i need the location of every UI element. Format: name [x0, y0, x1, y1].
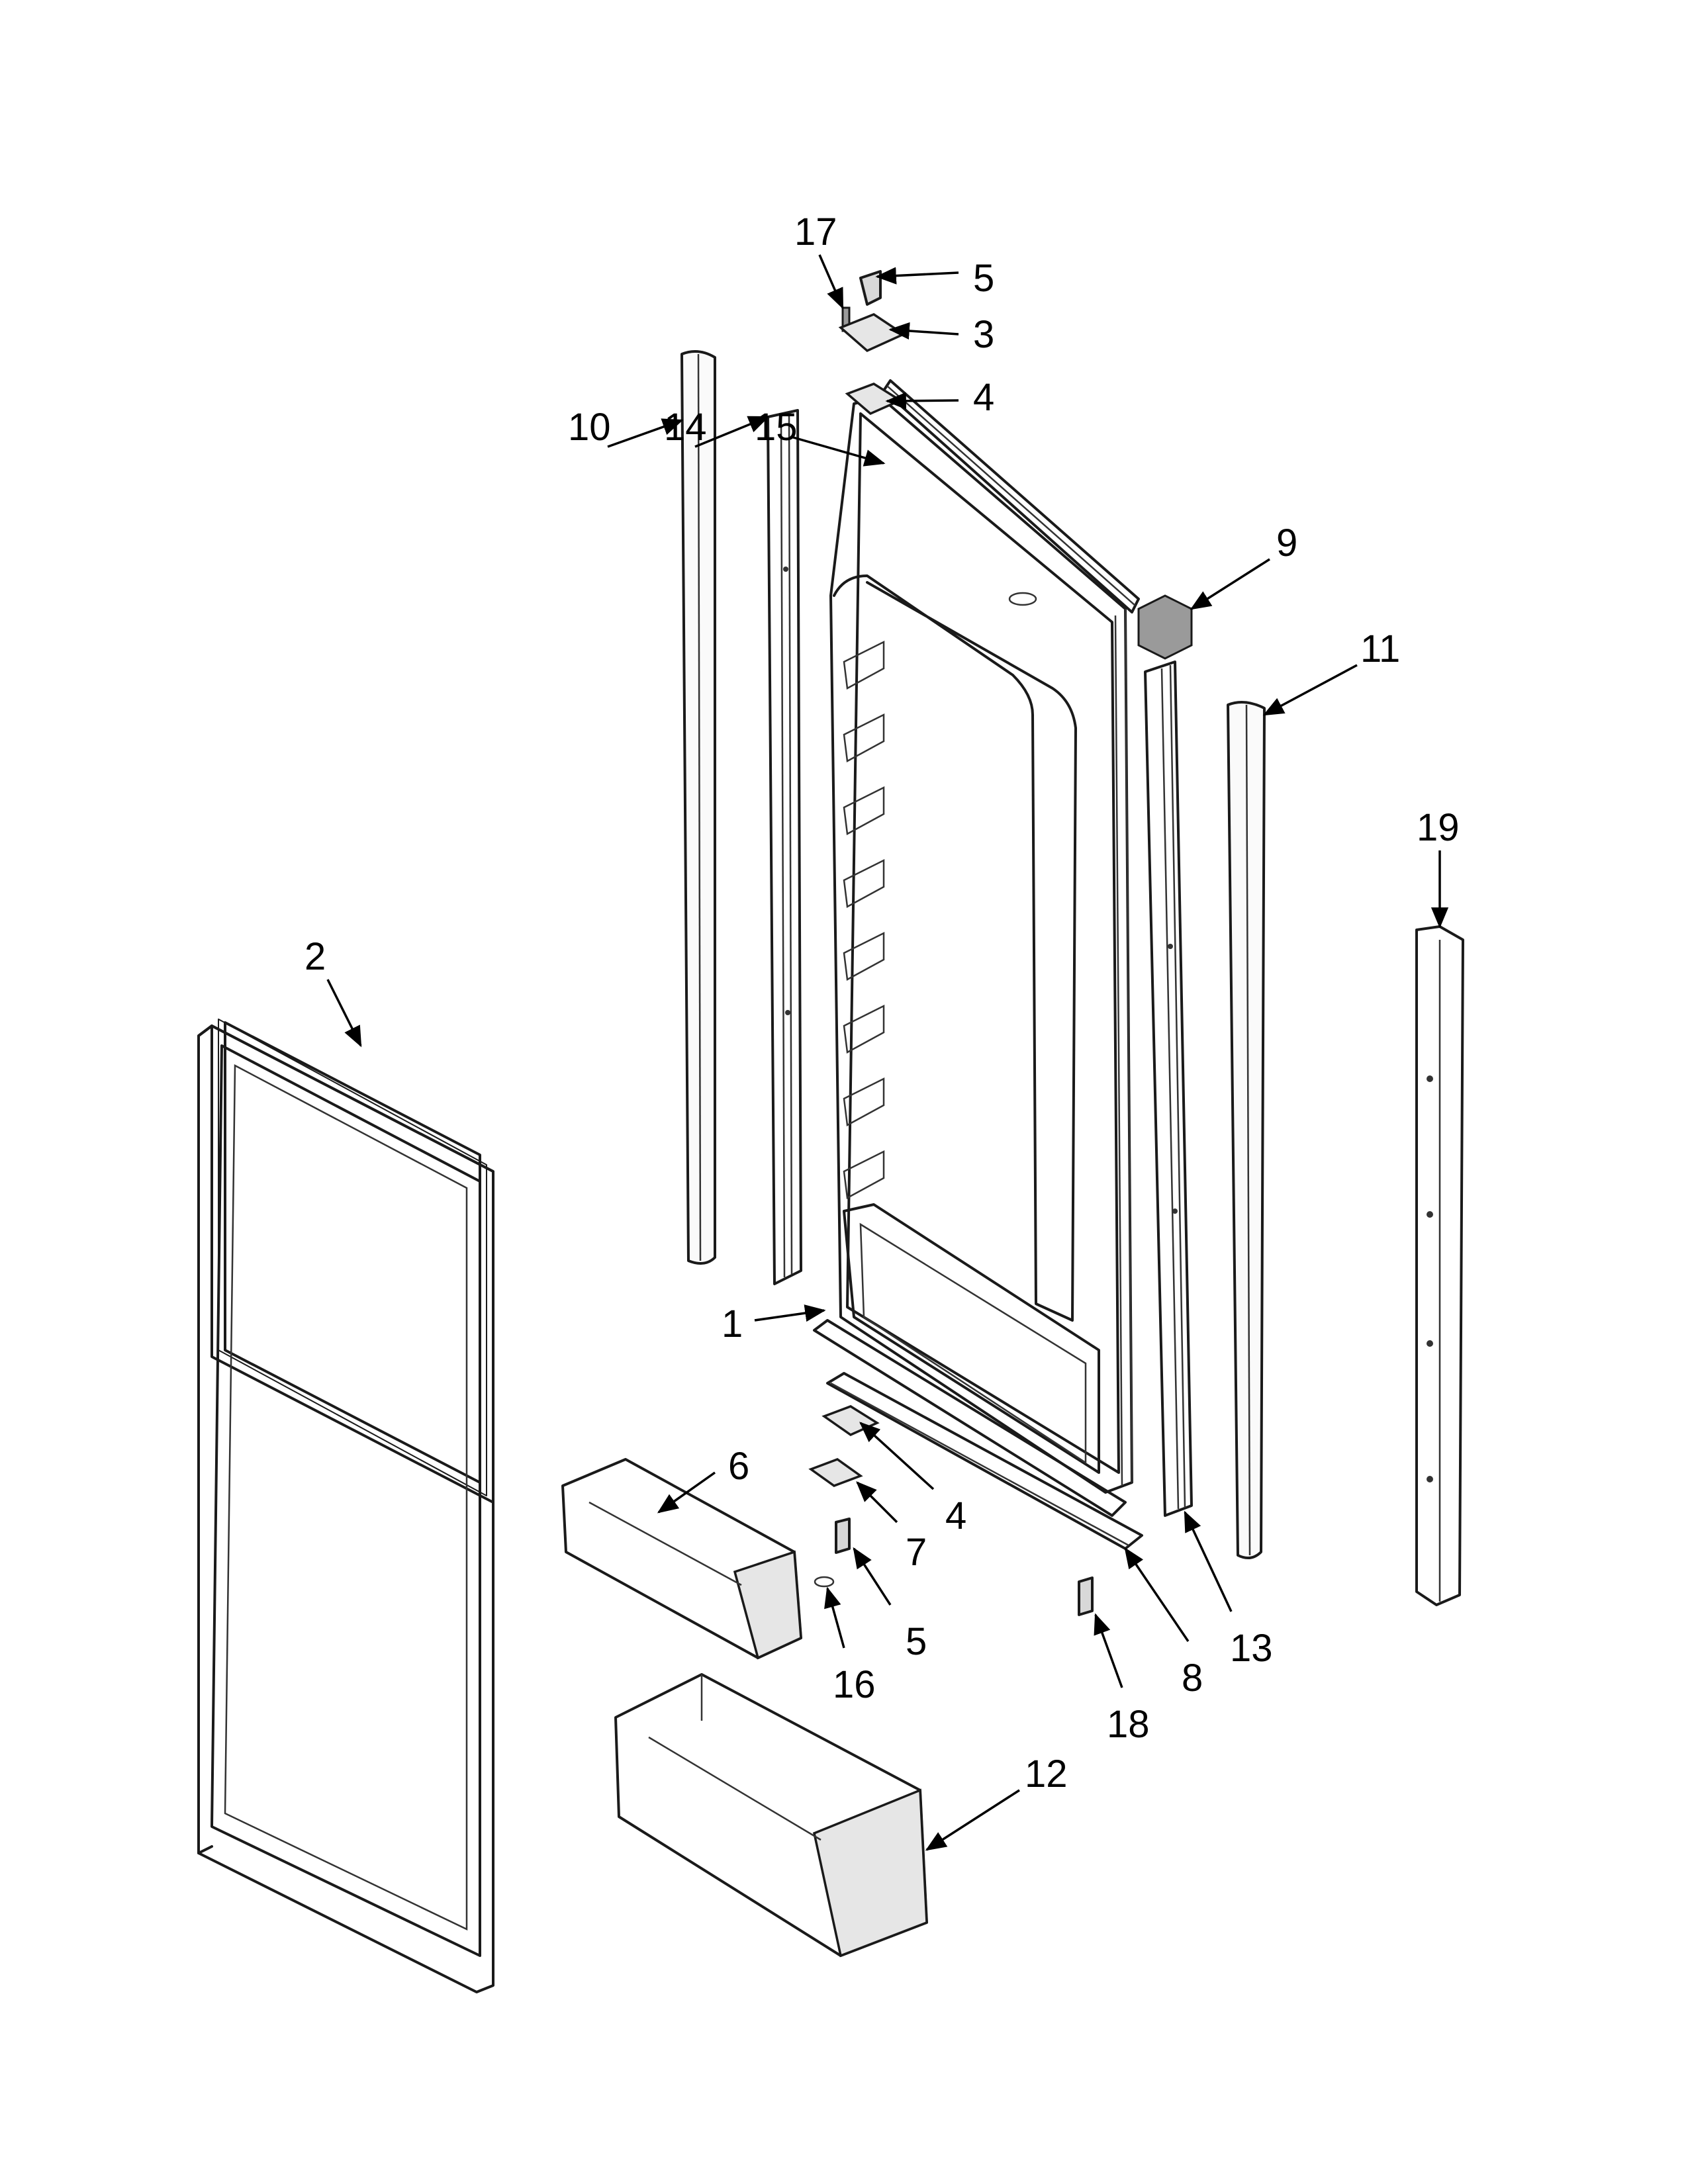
- screw-part-18: [1078, 1576, 1094, 1616]
- washer-part-16: [814, 1576, 835, 1588]
- callout-11: 11: [1360, 627, 1400, 670]
- callout-arrows: [326, 254, 1449, 1851]
- hinge-block-part-9: [1137, 594, 1193, 660]
- side-channel-part-13: [1144, 660, 1193, 1517]
- callout-5-top: 5: [973, 257, 994, 300]
- callout-17: 17: [794, 210, 837, 253]
- callout-1: 1: [722, 1302, 743, 1345]
- gasket-rod-part-10: [680, 350, 716, 1265]
- callout-9: 9: [1276, 522, 1297, 565]
- gasket-rod-part-11: [1227, 701, 1266, 1559]
- hinge-part-7: [808, 1458, 863, 1487]
- callout-14: 14: [664, 406, 707, 449]
- trim-strip-part-19: [1415, 925, 1464, 1606]
- callout-4-bottom: 4: [945, 1494, 966, 1537]
- door-bin-part-6: [561, 1458, 802, 1660]
- bottom-hinge-hardware: [808, 1405, 880, 1588]
- door-panel-part-2: [197, 1019, 494, 1993]
- callout-6: 6: [728, 1445, 749, 1488]
- callout-12: 12: [1025, 1752, 1068, 1796]
- callout-13: 13: [1230, 1627, 1273, 1670]
- shim-part-4-top: [845, 383, 903, 416]
- bottom-cap-part-8: [813, 1319, 1143, 1550]
- callout-10: 10: [568, 406, 611, 449]
- callout-2: 2: [305, 935, 326, 978]
- callout-4-top: 4: [973, 376, 994, 419]
- side-channel-part-14: [767, 409, 802, 1285]
- top-cap-part-15: [882, 379, 1140, 614]
- callout-3: 3: [973, 313, 994, 356]
- door-bin-part-12: [614, 1673, 928, 1958]
- callout-5-bottom: 5: [906, 1620, 927, 1663]
- callout-16: 16: [833, 1663, 876, 1706]
- callout-8: 8: [1182, 1657, 1203, 1700]
- callout-7: 7: [906, 1531, 927, 1574]
- callout-labels: 17 5 3 4 10 14 15 9 11 19 2 1 6 4 7 5 16…: [305, 210, 1460, 1796]
- screw-part-5-bottom: [835, 1518, 851, 1554]
- callout-18: 18: [1107, 1703, 1150, 1746]
- door-liner-part-1: [829, 396, 1133, 1494]
- callout-19: 19: [1417, 806, 1460, 849]
- callout-15: 15: [755, 406, 798, 449]
